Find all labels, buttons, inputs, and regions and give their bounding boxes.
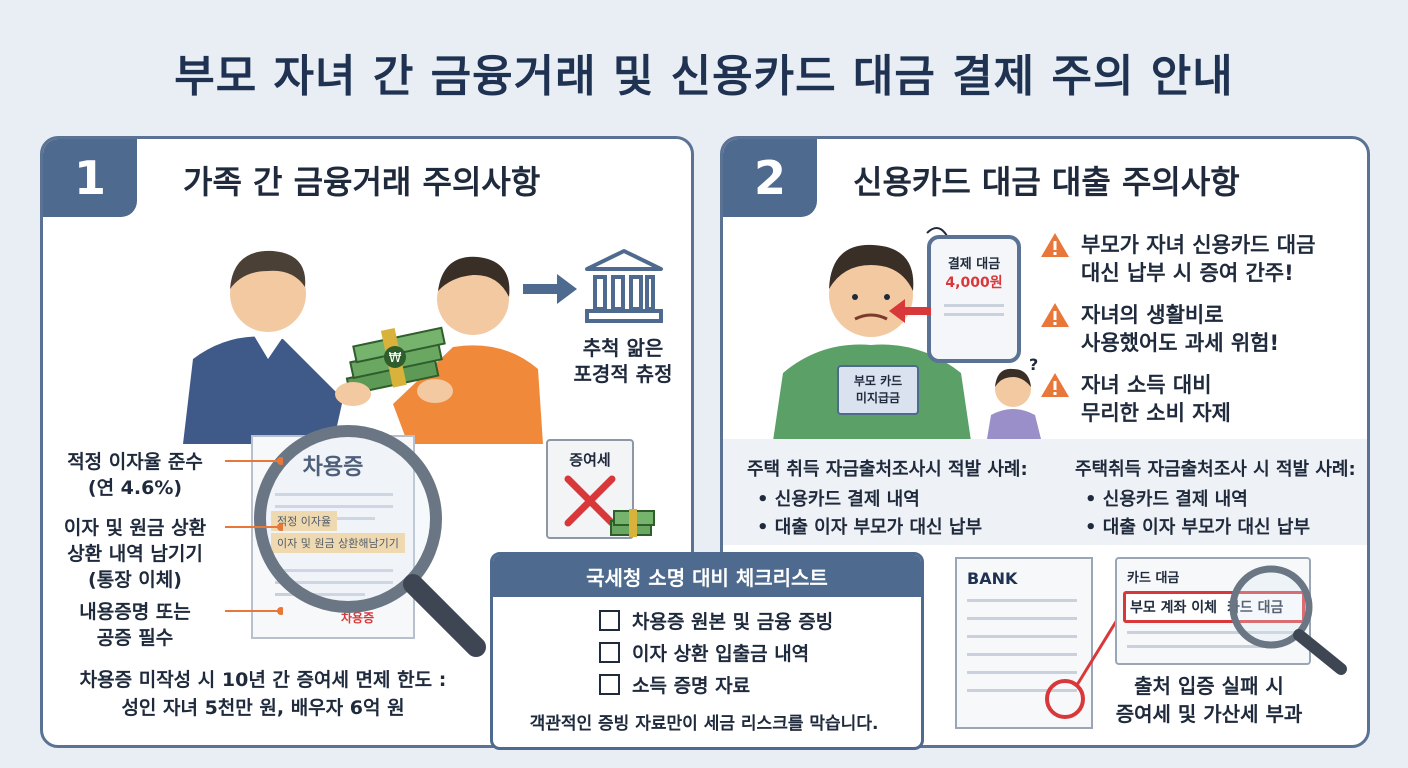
panel-number: 1 xyxy=(43,139,137,217)
checklist-item[interactable]: 소득 증명 자료 xyxy=(599,671,750,698)
panel-family-finance: 1 가족 간 금융거래 주의사항 ₩ 추척 앎은 포경적 츄정 xyxy=(40,136,694,748)
cash-stack-icon xyxy=(610,509,655,537)
bank-label-line-2: 포경적 츄정 xyxy=(573,362,673,386)
panel2-footer-line-2: 증여세 및 가산세 부과 xyxy=(1115,702,1303,726)
panel-title: 신용카드 대금 대출 주의사항 xyxy=(853,163,1240,201)
money-handover-illustration: ₩ xyxy=(183,250,543,444)
warning-icon xyxy=(1041,373,1069,397)
callout-interest-rate: 적정 이자율 준수 (연 4.6%) xyxy=(67,451,203,499)
callout-connectors xyxy=(225,457,283,615)
page-title: 부모 자녀 간 금융거래 및 신용카드 대금 결제 주의 안내 xyxy=(174,51,1234,102)
callout-notarization: 내용증명 또는 공증 필수 xyxy=(79,601,191,649)
card-statement-highlight: 부모 계좌 이체 카드 대금 xyxy=(1123,591,1305,623)
parent-card: 부모 카드 미지급금 xyxy=(837,365,919,415)
checkbox[interactable] xyxy=(599,642,620,663)
warning-icon xyxy=(1041,303,1069,327)
checklist-item[interactable]: 차용증 원본 및 금융 증빙 xyxy=(599,607,833,634)
cases-left-item: • 대출 이자 부모가 대신 납부 xyxy=(757,517,983,538)
card-statement-title: 카드 대금 xyxy=(1127,571,1180,586)
bank-statement-label: BANK xyxy=(967,569,1018,588)
arrow-left-icon xyxy=(889,299,931,323)
arrow-right-icon xyxy=(523,274,577,304)
checkbox[interactable] xyxy=(599,610,620,631)
panel2-footer-line-1: 출처 입증 실패 시 xyxy=(1134,674,1284,698)
panel-credit-card: 2 신용카드 대금 대출 주의사항 부모 카드 미지급금 결제 대금 4,000… xyxy=(720,136,1370,748)
loan-document-stamp: 차용증 xyxy=(341,611,375,625)
nts-checklist: 국세청 소명 대비 체크리스트 차용증 원본 및 금융 증빙 이자 상환 입출금… xyxy=(490,552,924,750)
magnifier-icon xyxy=(1229,565,1347,675)
callout-repayment-record: 이자 및 원금 상환 상환 내역 남기기 (통장 이체) xyxy=(63,517,207,591)
phone-amount: 4,000원 xyxy=(945,275,1003,291)
phone-label: 결제 대금 xyxy=(947,257,1001,272)
cases-right-item: • 신용카드 결제 내역 xyxy=(1085,489,1248,510)
won-symbol: ₩ xyxy=(389,351,402,366)
checkbox[interactable] xyxy=(599,674,620,695)
panel-number: 2 xyxy=(723,139,817,217)
card-statement: 카드 대금 부모 계좌 이체 카드 대금 xyxy=(1115,557,1311,665)
panel1-footer-line-2: 성인 자녀 5천만 원, 배우자 6억 원 xyxy=(121,697,405,719)
bank-label-line-1: 추척 앎은 xyxy=(582,336,664,360)
cases-right-title: 주택취득 자금출처조사 시 적발 사례: xyxy=(1075,459,1356,480)
loan-document-title: 차용증 xyxy=(253,449,413,481)
warning-icon xyxy=(1041,233,1069,257)
cases-right-item: • 대출 이자 부모가 대신 납부 xyxy=(1085,517,1311,538)
panel-title: 가족 간 금융거래 주의사항 xyxy=(183,163,541,201)
gift-tax-document: 증여세 xyxy=(546,439,634,539)
bank-statement: BANK xyxy=(955,557,1093,729)
gift-tax-label: 증여세 xyxy=(569,451,611,469)
magnifier-icon xyxy=(254,425,486,657)
highlight-repayment: 이자 및 원금 상환해남기기 xyxy=(271,533,405,553)
small-person-illustration xyxy=(987,368,1041,439)
checklist-item[interactable]: 이자 상환 입출금 내역 xyxy=(599,639,809,666)
panel1-footer-line-1: 차용증 미작성 시 10년 간 증여세 면제 한도 : xyxy=(79,669,447,691)
checklist-title: 국세청 소명 대비 체크리스트 xyxy=(493,555,921,597)
highlight-interest-rate: 적정 이자율 xyxy=(271,511,338,531)
x-mark-icon xyxy=(564,475,616,527)
phone-bill: 결제 대금 4,000원 xyxy=(927,235,1021,363)
cases-left-title: 주택 취득 자금출처조사시 적발 사례: xyxy=(747,459,1028,480)
cases-left-item: • 신용카드 결제 내역 xyxy=(757,489,920,510)
audit-cases-band xyxy=(723,439,1367,545)
checklist-note: 객관적인 증빙 자료만이 세금 리스크를 막습니다. xyxy=(529,714,879,734)
bank-icon xyxy=(585,249,663,323)
question-mark: ? xyxy=(1029,355,1039,374)
